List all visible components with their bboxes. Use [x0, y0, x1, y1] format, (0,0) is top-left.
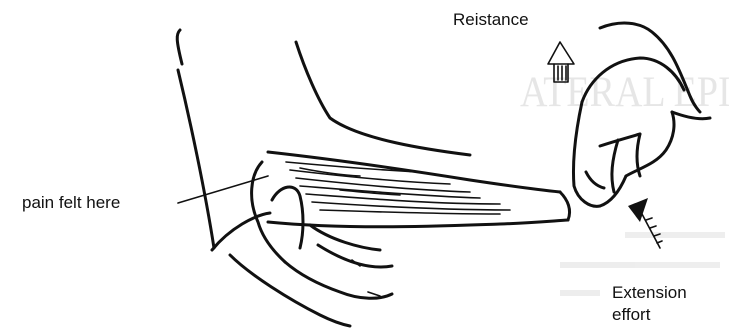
- effort-label: effort: [612, 305, 650, 325]
- pain-felt-here-label: pain felt here: [22, 193, 120, 213]
- examiner-right-hand: [560, 23, 710, 220]
- resistance-label: Reistance: [453, 10, 529, 30]
- extension-label: Extension: [612, 283, 687, 303]
- upper-arm-rear-outline: [177, 30, 182, 64]
- pain-leader-line: [178, 176, 268, 203]
- upper-arm-outline: [178, 70, 214, 248]
- extension-effort-arrow: [628, 198, 662, 248]
- biceps-outline: [296, 42, 470, 155]
